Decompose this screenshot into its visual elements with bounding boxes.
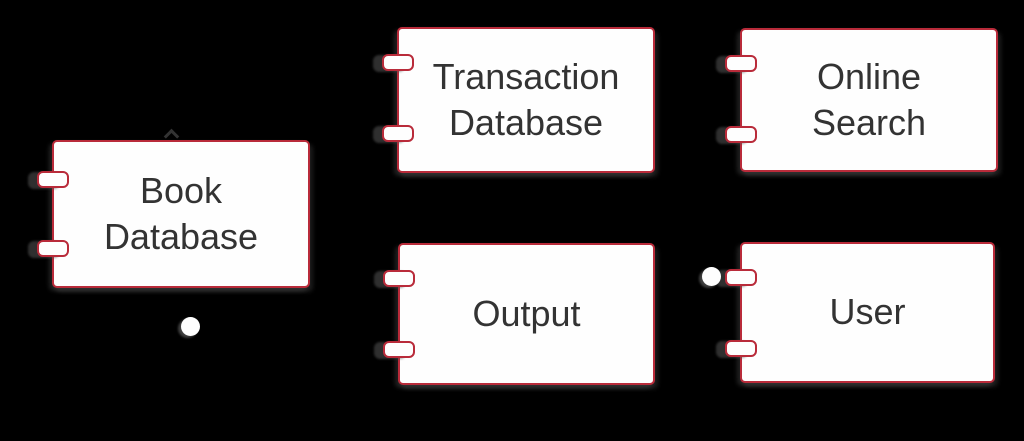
component-transaction-database: Transaction Database xyxy=(382,27,655,173)
port-icon xyxy=(382,54,414,71)
port-icon xyxy=(383,270,415,287)
component-label: Output xyxy=(472,292,581,334)
port-icon xyxy=(383,341,415,358)
port-icon xyxy=(382,125,414,142)
component-label: Transaction Database xyxy=(432,55,620,143)
component-online-search: Online Search xyxy=(725,28,998,172)
component-label: User xyxy=(829,291,906,333)
component-book-database: Book Database xyxy=(37,140,310,288)
component-user: User xyxy=(725,242,995,383)
component-label: Book Database xyxy=(103,169,259,257)
component-label: Online Search xyxy=(811,55,927,143)
component-output: Output xyxy=(383,243,655,385)
port-icon xyxy=(725,55,757,72)
port-icon xyxy=(37,171,69,188)
port-icon xyxy=(725,269,757,286)
provided-interface-icon xyxy=(702,267,721,286)
provided-interface-icon xyxy=(181,317,200,336)
port-icon xyxy=(725,340,757,357)
port-icon xyxy=(725,126,757,143)
port-icon xyxy=(37,240,69,257)
